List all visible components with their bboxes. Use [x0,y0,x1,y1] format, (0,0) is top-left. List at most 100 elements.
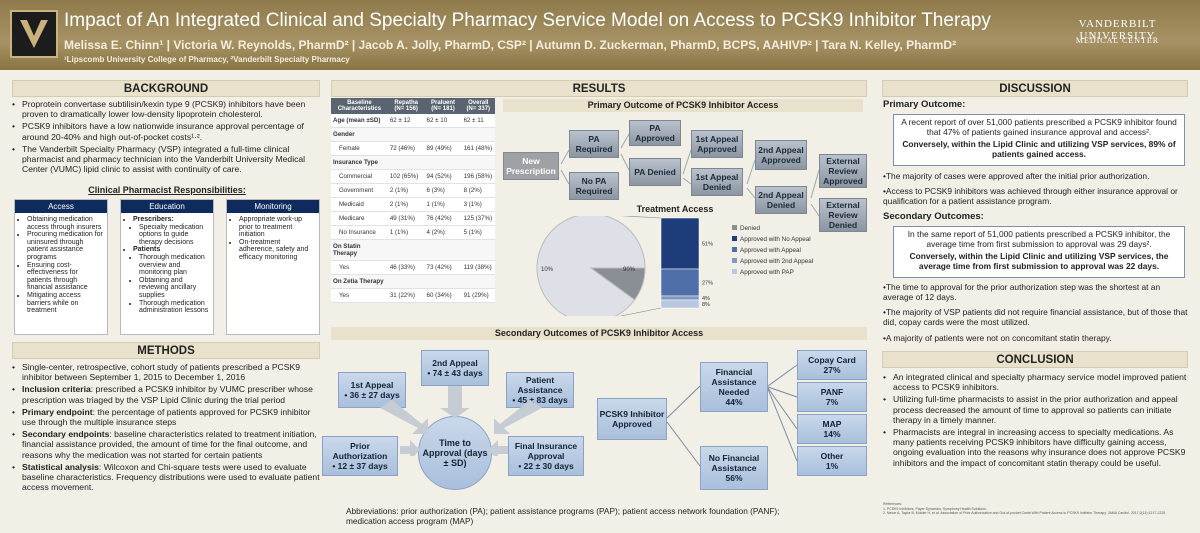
table-cell-label: Female [331,141,388,156]
background-bullet: PCSK9 inhibitors have a low nationwide i… [12,121,322,141]
second-appeal-time-node: 2nd Appeal• 74 ± 43 days [421,350,489,386]
results-heading: RESULTS [331,80,867,97]
bar-label: 27% [702,281,713,287]
pa-denied-node: PA Denied [629,158,681,186]
table-row: On Zetia Therapy [331,274,495,289]
list-item: Ensuring cost-effectiveness for patients… [27,262,104,292]
node-label: Prior Authorization [332,441,388,461]
list-item: Thorough medication administration lesso… [139,300,210,315]
box-text: A recent report of over 51,000 patients … [901,117,1177,137]
legend-swatch [732,258,737,263]
connector-line [767,364,798,387]
pa-approved-node: PA Approved [629,120,681,146]
access-column: Access Obtaining medication access throu… [14,199,108,335]
table-header-row: Baseline Characteristics Repatha (N= 156… [331,98,495,114]
affiliations-line: ¹Lipscomb University College of Pharmacy… [64,55,350,64]
left-arrow [488,440,508,456]
table-cell: 1 (1%) [424,197,462,212]
abbreviations: Abbreviations: prior authorization (PA);… [346,506,780,526]
primary-outcome-title: Primary Outcome of PCSK9 Inhibitor Acces… [503,99,863,112]
table-cell [387,155,425,170]
node-value: • 22 ± 30 days [518,461,574,471]
pie-slice-denied [589,267,646,301]
discussion-point: •A majority of patients were not on conc… [883,333,1112,343]
stacked-bar-segment [660,217,700,270]
legend-label: Approved with Appeal [740,247,801,254]
table-cell: 3 (1%) [461,197,495,212]
table-cell [424,239,462,261]
reference-item: 2. Navar A, Taylor B, Mulder H, et al. A… [883,511,1167,515]
table-cell-label: Yes [331,260,388,275]
table-cell: 76 (42%) [424,211,462,226]
diagonal-arrow [380,400,428,434]
discussion-point: •Access to PCSK9 inhibitors was achieved… [883,186,1178,207]
table-cell: 125 (37%) [461,211,495,226]
table-cell-label: Yes [331,288,388,303]
node-label: MAP [822,419,842,429]
methods-text: Single-center, retrospective, cohort stu… [22,362,301,383]
connector-line [620,216,662,219]
conclusion-heading: CONCLUSION [882,351,1188,368]
node-label: Final Insurance Approval [514,441,578,461]
flow-arrow [810,169,820,199]
external-review-approved-node: External Review Approved [819,154,867,188]
final-approval-time-node: Final Insurance Approval• 22 ± 30 days [508,436,584,476]
discussion-point: •The majority of cases were approved aft… [883,171,1150,181]
methods-bullet: Secondary endpoints: baseline characteri… [12,429,324,460]
v-oak-leaf-icon [20,20,48,48]
pcsk9-approved-node: PCSK9 Inhibitor Approved [597,398,667,440]
node-label: Financial Assistance Needed [711,367,757,397]
monitoring-list: Appropriate work-up prior to treatment i… [227,213,319,265]
down-arrow [440,386,470,418]
second-appeal-approved-node: 2nd Appeal Approved [755,140,807,170]
poster-header: Impact of An Integrated Clinical and Spe… [0,0,1200,70]
table-cell: 31 (22%) [387,288,425,303]
table-cell-label: On Statin Therapy [331,239,388,261]
table-cell: 6 (3%) [424,183,462,198]
table-cell: 161 (48%) [461,141,495,156]
list-item: Appropriate work-up prior to treatment i… [239,216,316,239]
discussion-heading: DISCUSSION [882,80,1188,97]
flow-arrows [560,133,820,217]
table-cell [424,274,462,289]
bar-label: 4% [702,296,710,302]
monitoring-column: Monitoring Appropriate work-up prior to … [226,199,320,335]
node-value: 14% [823,429,841,439]
node-value: • 74 ± 43 days [427,368,483,378]
table-header: Repatha (N= 156) [387,98,425,114]
table-cell [461,127,495,142]
table-cell: 4 (2%) [424,225,462,240]
table-cell: 1 (1%) [387,225,425,240]
table-cell: 102 (65%) [387,169,425,184]
stacked-bar-segment [660,268,700,297]
secondary-outcome-label: Secondary Outcomes: [883,211,984,222]
background-heading: BACKGROUND [12,80,320,97]
references: References: 1. PCSK9 Inhibitors. Payer D… [883,502,1193,516]
background-bullets: Proprotein convertase subtilisin/kexin t… [12,99,322,176]
list-item: Patients [133,246,210,254]
flow-arrow [620,153,630,171]
legend-label: Denied [740,225,760,232]
node-value: 56% [725,473,743,483]
table-header: Praluent (N= 181) [424,98,462,114]
table-cell-label: Age (mean ±SD) [331,114,388,128]
prior-authorization-time-node: Prior Authorization• 12 ± 37 days [322,436,398,476]
methods-text: : baseline characteristics related to tr… [22,429,317,460]
table-row: Insurance Type [331,155,495,170]
external-review-denied-node: External Review Denied [819,198,867,232]
first-appeal-time-node: 1st Appeal• 36 ± 27 days [338,372,406,408]
right-arrow [400,440,420,456]
list-item: Mitigating access barriers while on trea… [27,292,104,315]
table-cell: 62 ± 11 [461,114,495,128]
flow-arrow [620,133,630,149]
table-cell-label: On Zetia Therapy [331,274,388,289]
responsibilities-title: Clinical Pharmacist Responsibilities: [88,185,246,195]
